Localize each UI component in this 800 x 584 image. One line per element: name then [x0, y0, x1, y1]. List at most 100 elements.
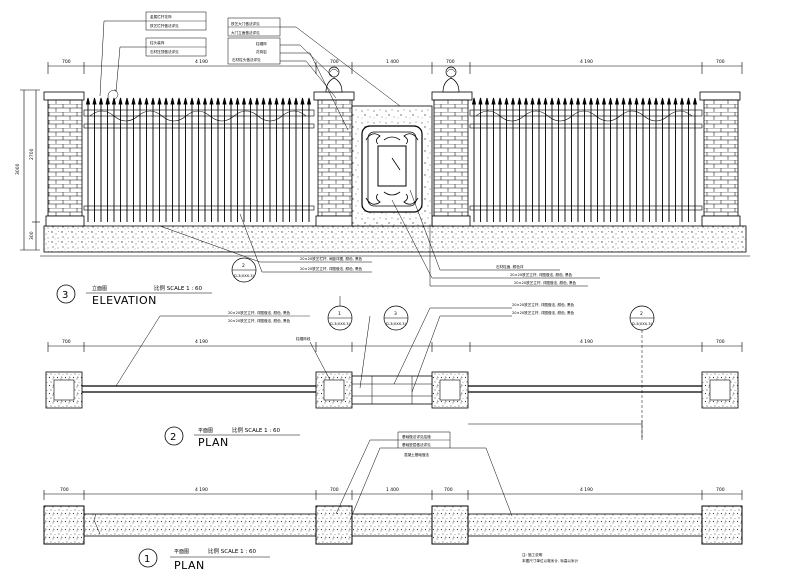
dim-label: 700 [716, 339, 725, 345]
note-text: 20×20铁艺立杆, 详图做法, 颜色, 黑色 [510, 272, 573, 277]
elevation-leader-notes-bottom: 20×20铁艺栏杆, 间距详图, 颜色, 黑色 20×20铁艺立杆, 详图做法,… [159, 213, 372, 273]
picket-spear-tip [306, 97, 312, 105]
note-text: 本图尺寸单位以毫米计, 标高以米计 [522, 558, 579, 563]
view-scale: 比例 SCALE 1 : 60 [232, 426, 280, 434]
section-number: 2 [242, 263, 245, 269]
picket-spear-tip [105, 97, 110, 105]
picket-spear-tip [575, 97, 581, 105]
elevation-dim-labels: 700 4 190 700 1 400 700 4 190 700 [62, 59, 725, 65]
elevation-leader-notes-right: 石材柱面, 颜色详 20×20铁艺立杆, 详图做法, 颜色, 黑色 20×20铁… [391, 189, 600, 287]
picket-spear-tip [562, 97, 568, 105]
picket-spear-tip [608, 97, 613, 105]
plan-lower-view: 700 4 190 700 1 400 700 4 190 700 基础做法详见… [43, 431, 743, 572]
section-ref: D-3(XXX.3) [632, 322, 653, 326]
section-ref: D-3(XXX.3) [330, 322, 351, 326]
picket-spear-tip [300, 97, 305, 105]
picket-spear-tip [150, 97, 156, 105]
note-text: 花岗岩 [256, 49, 267, 54]
note-text: 20×20铁艺立杆, 详图做法, 颜色, 黑色 [512, 302, 575, 307]
note-text: 20×20铁艺立杆, 详图做法, 颜色, 黑色 [228, 310, 291, 315]
picket-spear-tip [647, 97, 652, 105]
picket-spear-tip [582, 97, 587, 105]
elevation-leader-notes-middle: 铁艺大门做法详见 大门立面做法详见 柱帽饰 花岗岩 石材柱头做法详见 [227, 17, 401, 131]
picket-spear-tip [543, 97, 548, 105]
section-marker: 1 D-3(XXX.3) [327, 296, 353, 331]
picket-spear-tip [504, 97, 509, 105]
dim-label: 300 [29, 231, 35, 240]
picket-spear-tip [137, 97, 143, 105]
note-text: 20×20铁艺栏杆, 间距详图, 颜色, 黑色 [300, 256, 363, 261]
brick-pillar-right [699, 91, 741, 227]
picket-spear-tip [228, 97, 234, 105]
dim-label: 3000 [15, 163, 21, 175]
picket-spear-tip [497, 97, 503, 105]
dim-label: 700 [62, 339, 71, 345]
dim-label: 700 [62, 59, 71, 65]
picket-spear-tip [588, 97, 594, 105]
picket-spear-tip [124, 97, 130, 105]
picket-spear-tip [530, 97, 535, 105]
elevation-leader-notes-left: 金属栏杆花饰 铁艺栏杆做法详见 柱头装饰 石材压顶做法详见 [99, 11, 207, 97]
note-text: 柱帽饰 [256, 41, 267, 46]
picket-spear-tip [196, 97, 201, 105]
picket-spear-tip [222, 97, 227, 105]
note-text: 石材柱面, 颜色详 [496, 264, 524, 269]
note-text: 铁艺大门做法详见 [231, 21, 260, 26]
picket-spear-tip [118, 97, 123, 105]
picket-spear-tip [491, 97, 496, 105]
picket-spear-tip [267, 97, 273, 105]
picket-spear-tip [176, 97, 182, 105]
dim-label: 700 [60, 487, 69, 493]
dim-label: 700 [444, 487, 453, 493]
picket-spear-tip [666, 97, 672, 105]
plan-lower-notes: 基础做法详见结施 基础垫层做法详见 混凝土基础做法 [335, 431, 513, 521]
note-text: 20×20铁艺立杆, 详图做法, 颜色, 黑色 [228, 318, 291, 323]
note-text: 20×20铁艺立杆, 详图做法, 颜色, 黑色 [300, 266, 363, 271]
section-ref: D-3(XXX.3) [386, 322, 407, 326]
plan-upper-top-dimension [47, 342, 743, 352]
dim-label: 4 190 [580, 339, 593, 345]
note-text: 基础做法详见结施 [402, 434, 431, 439]
view-number: 2 [170, 432, 176, 443]
picket-spear-tip [517, 97, 522, 105]
picket-spear-tip [215, 97, 221, 105]
view-number: 1 [144, 554, 150, 565]
picket-spear-tip [131, 97, 136, 105]
note-text: 柱头装饰 [150, 40, 165, 45]
elevation-view: 700 4 190 700 1 400 700 4 190 700 3000 2… [15, 11, 750, 307]
picket-spear-tip [640, 97, 646, 105]
picket-spear-tip [280, 97, 286, 105]
picket-spear-tip [189, 97, 195, 105]
dim-label: 4 190 [195, 339, 208, 345]
plan-upper-notes: 20×20铁艺立杆, 详图做法, 颜色, 黑色 20×20铁艺立杆, 详图做法,… [115, 302, 575, 393]
picket-spear-tip [261, 97, 266, 105]
picket-spear-tip [653, 97, 659, 105]
picket-spear-tip [627, 97, 633, 105]
note-text: 石材压顶做法详见 [150, 49, 179, 54]
picket-spear-tip [614, 97, 620, 105]
picket-spear-tip [202, 97, 208, 105]
dim-label: 2700 [29, 148, 35, 160]
dim-label: 700 [716, 487, 725, 493]
view-title-cn: 立面图 [92, 285, 107, 292]
note-text: 基础垫层做法详见 [402, 442, 431, 447]
foundation-strip [43, 513, 743, 537]
dim-label: 4 190 [580, 59, 593, 65]
picket-spear-tip [287, 97, 292, 105]
picket-spear-tip [85, 97, 91, 105]
note-text: 20×20铁艺立杆, 详图做法, 颜色, 黑色 [512, 310, 575, 315]
section-number: 1 [338, 311, 341, 317]
brick-pillar-center-right [431, 66, 473, 227]
picket-spear-tip [478, 97, 483, 105]
brick-pillar-left [43, 91, 85, 227]
picket-spear-tip [536, 97, 542, 105]
picket-spear-tip [523, 97, 529, 105]
elevation-top-dimension [47, 62, 743, 74]
dim-label: 4 190 [580, 487, 593, 493]
view-title-en: ELEVATION [92, 294, 157, 307]
view-title-en: PLAN [198, 436, 229, 449]
section-marker: 3 D-3(XXX.3) [383, 305, 409, 331]
dim-label: 1 400 [386, 59, 399, 65]
plan-lower-footnote: 注: 施工说明 本图尺寸单位以毫米计, 标高以米计 [522, 552, 579, 563]
